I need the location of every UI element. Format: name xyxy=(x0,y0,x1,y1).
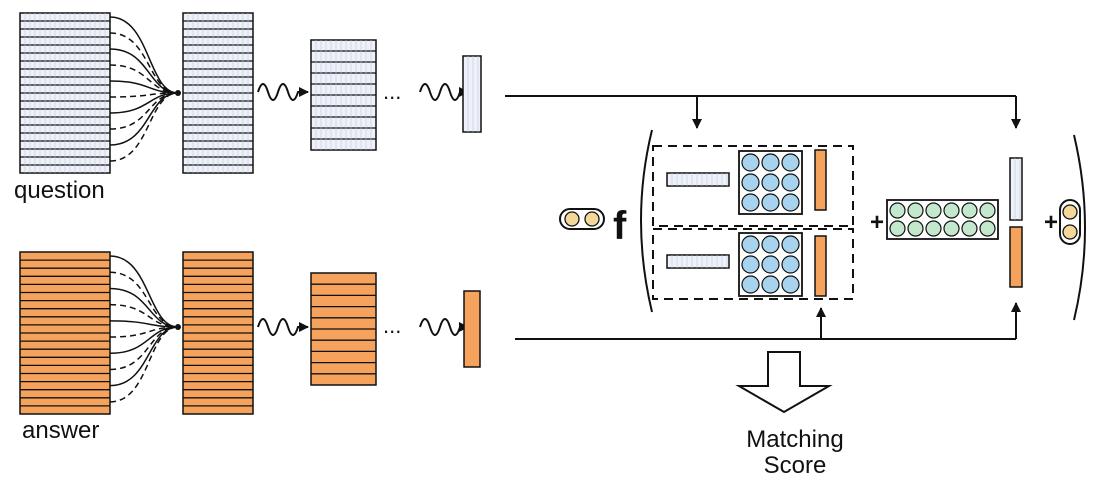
matrix-cell xyxy=(761,193,780,212)
matrix-cell xyxy=(761,275,780,294)
function-f-symbol: f xyxy=(613,204,627,248)
plus-sign-1: + xyxy=(870,209,884,236)
matrix-cell xyxy=(781,193,800,212)
unit-circle xyxy=(1062,204,1078,220)
question-pooled-layer xyxy=(310,39,377,151)
top-answer-bar xyxy=(814,149,827,211)
answer-final-wave-icon xyxy=(419,318,469,336)
linear-weight-matrix xyxy=(886,199,999,240)
concat-answer-bar xyxy=(1009,226,1023,288)
matrix-cell xyxy=(979,220,996,237)
conv-connection-line xyxy=(109,32,179,94)
matrix-cell xyxy=(761,173,780,192)
matrix-cell xyxy=(781,173,800,192)
matrix-cell xyxy=(961,202,978,219)
matrix-cell xyxy=(781,275,800,294)
bottom-bilinear-matrix xyxy=(738,232,803,297)
conv-connection-line xyxy=(109,48,179,94)
matrix-cell xyxy=(741,153,760,172)
block-body xyxy=(462,55,482,133)
bilinear-top-box xyxy=(652,145,854,227)
answer-pool-wave-icon xyxy=(257,318,309,336)
answer-branch: ... answer xyxy=(19,251,481,444)
question-embedding-matrix xyxy=(19,12,111,174)
question-label: question xyxy=(14,177,105,204)
unit-circle xyxy=(564,211,580,227)
matrix-cell xyxy=(979,202,996,219)
conv-connection-line xyxy=(109,92,179,162)
conv-connection-line xyxy=(109,64,179,94)
question-final-wave-icon xyxy=(419,83,469,101)
matrix-cell xyxy=(889,202,906,219)
question-conv-connections xyxy=(109,16,181,162)
matrix-cell xyxy=(741,275,760,294)
answer-pooled-layer xyxy=(310,272,377,386)
conv-connection-node xyxy=(175,90,181,96)
vector-body xyxy=(463,290,481,368)
bottom-answer-bar xyxy=(814,235,827,297)
matrix-cell xyxy=(741,193,760,212)
matrix-cell xyxy=(781,235,800,254)
matrix-cell xyxy=(925,202,942,219)
answer-label: answer xyxy=(22,417,99,444)
plus-sign-2: + xyxy=(1044,209,1058,236)
right-parenthesis xyxy=(1073,134,1086,321)
answer-embedding-matrix xyxy=(19,251,111,415)
block-body xyxy=(666,254,730,269)
bias-units xyxy=(1059,199,1081,245)
matrix-cell xyxy=(907,220,924,237)
matrix-cell xyxy=(943,202,960,219)
matrix-cell xyxy=(925,220,942,237)
matrix-cell xyxy=(889,220,906,237)
conv-connection-line xyxy=(109,16,179,94)
matrix-cell xyxy=(961,220,978,237)
answer-vector xyxy=(463,290,481,368)
matching-score-line1: Matching xyxy=(746,426,843,453)
question-vector xyxy=(462,55,482,133)
block-body xyxy=(666,172,730,187)
matrix-cell xyxy=(741,255,760,274)
conv-connection-line xyxy=(109,92,179,146)
matching-score-line2: Score xyxy=(764,452,827,479)
question-routing-lines xyxy=(505,95,1021,129)
bottom-question-bar xyxy=(666,254,730,269)
answer-conv-connections xyxy=(109,255,181,403)
answer-conv-layer xyxy=(182,251,254,415)
unit-circle xyxy=(1062,224,1078,240)
matrix-cell xyxy=(741,173,760,192)
top-bilinear-matrix xyxy=(738,150,803,215)
conv-connection-node xyxy=(175,324,181,330)
matrix-cell xyxy=(761,153,780,172)
matrix-cell xyxy=(781,153,800,172)
top-question-bar xyxy=(666,172,730,187)
matrix-cell xyxy=(943,220,960,237)
answer-ellipsis: ... xyxy=(383,313,401,338)
block-body xyxy=(1009,157,1023,221)
matrix-cell xyxy=(741,235,760,254)
conv-connection-line xyxy=(109,326,179,354)
output-weight-units xyxy=(559,208,605,230)
output-arrow-icon xyxy=(735,351,833,414)
left-parenthesis xyxy=(640,129,653,313)
conv-connection-line xyxy=(109,271,179,328)
conv-connection-line xyxy=(109,255,179,328)
matrix-cell xyxy=(781,255,800,274)
matrix-frame xyxy=(886,199,999,240)
concat-question-bar xyxy=(1009,157,1023,221)
matrix-cell xyxy=(761,235,780,254)
unit-circle xyxy=(584,211,600,227)
question-pool-wave-icon xyxy=(257,83,309,101)
scoring-function: f + + xyxy=(559,129,1086,321)
question-ellipsis: ... xyxy=(383,79,401,104)
matrix-cell xyxy=(907,202,924,219)
question-conv-layer xyxy=(182,12,254,174)
answer-routing-lines xyxy=(515,302,1021,340)
question-branch: ... question xyxy=(14,12,482,204)
matrix-cell xyxy=(761,255,780,274)
conv-connection-line xyxy=(109,326,179,403)
conv-connection-line xyxy=(109,326,179,387)
